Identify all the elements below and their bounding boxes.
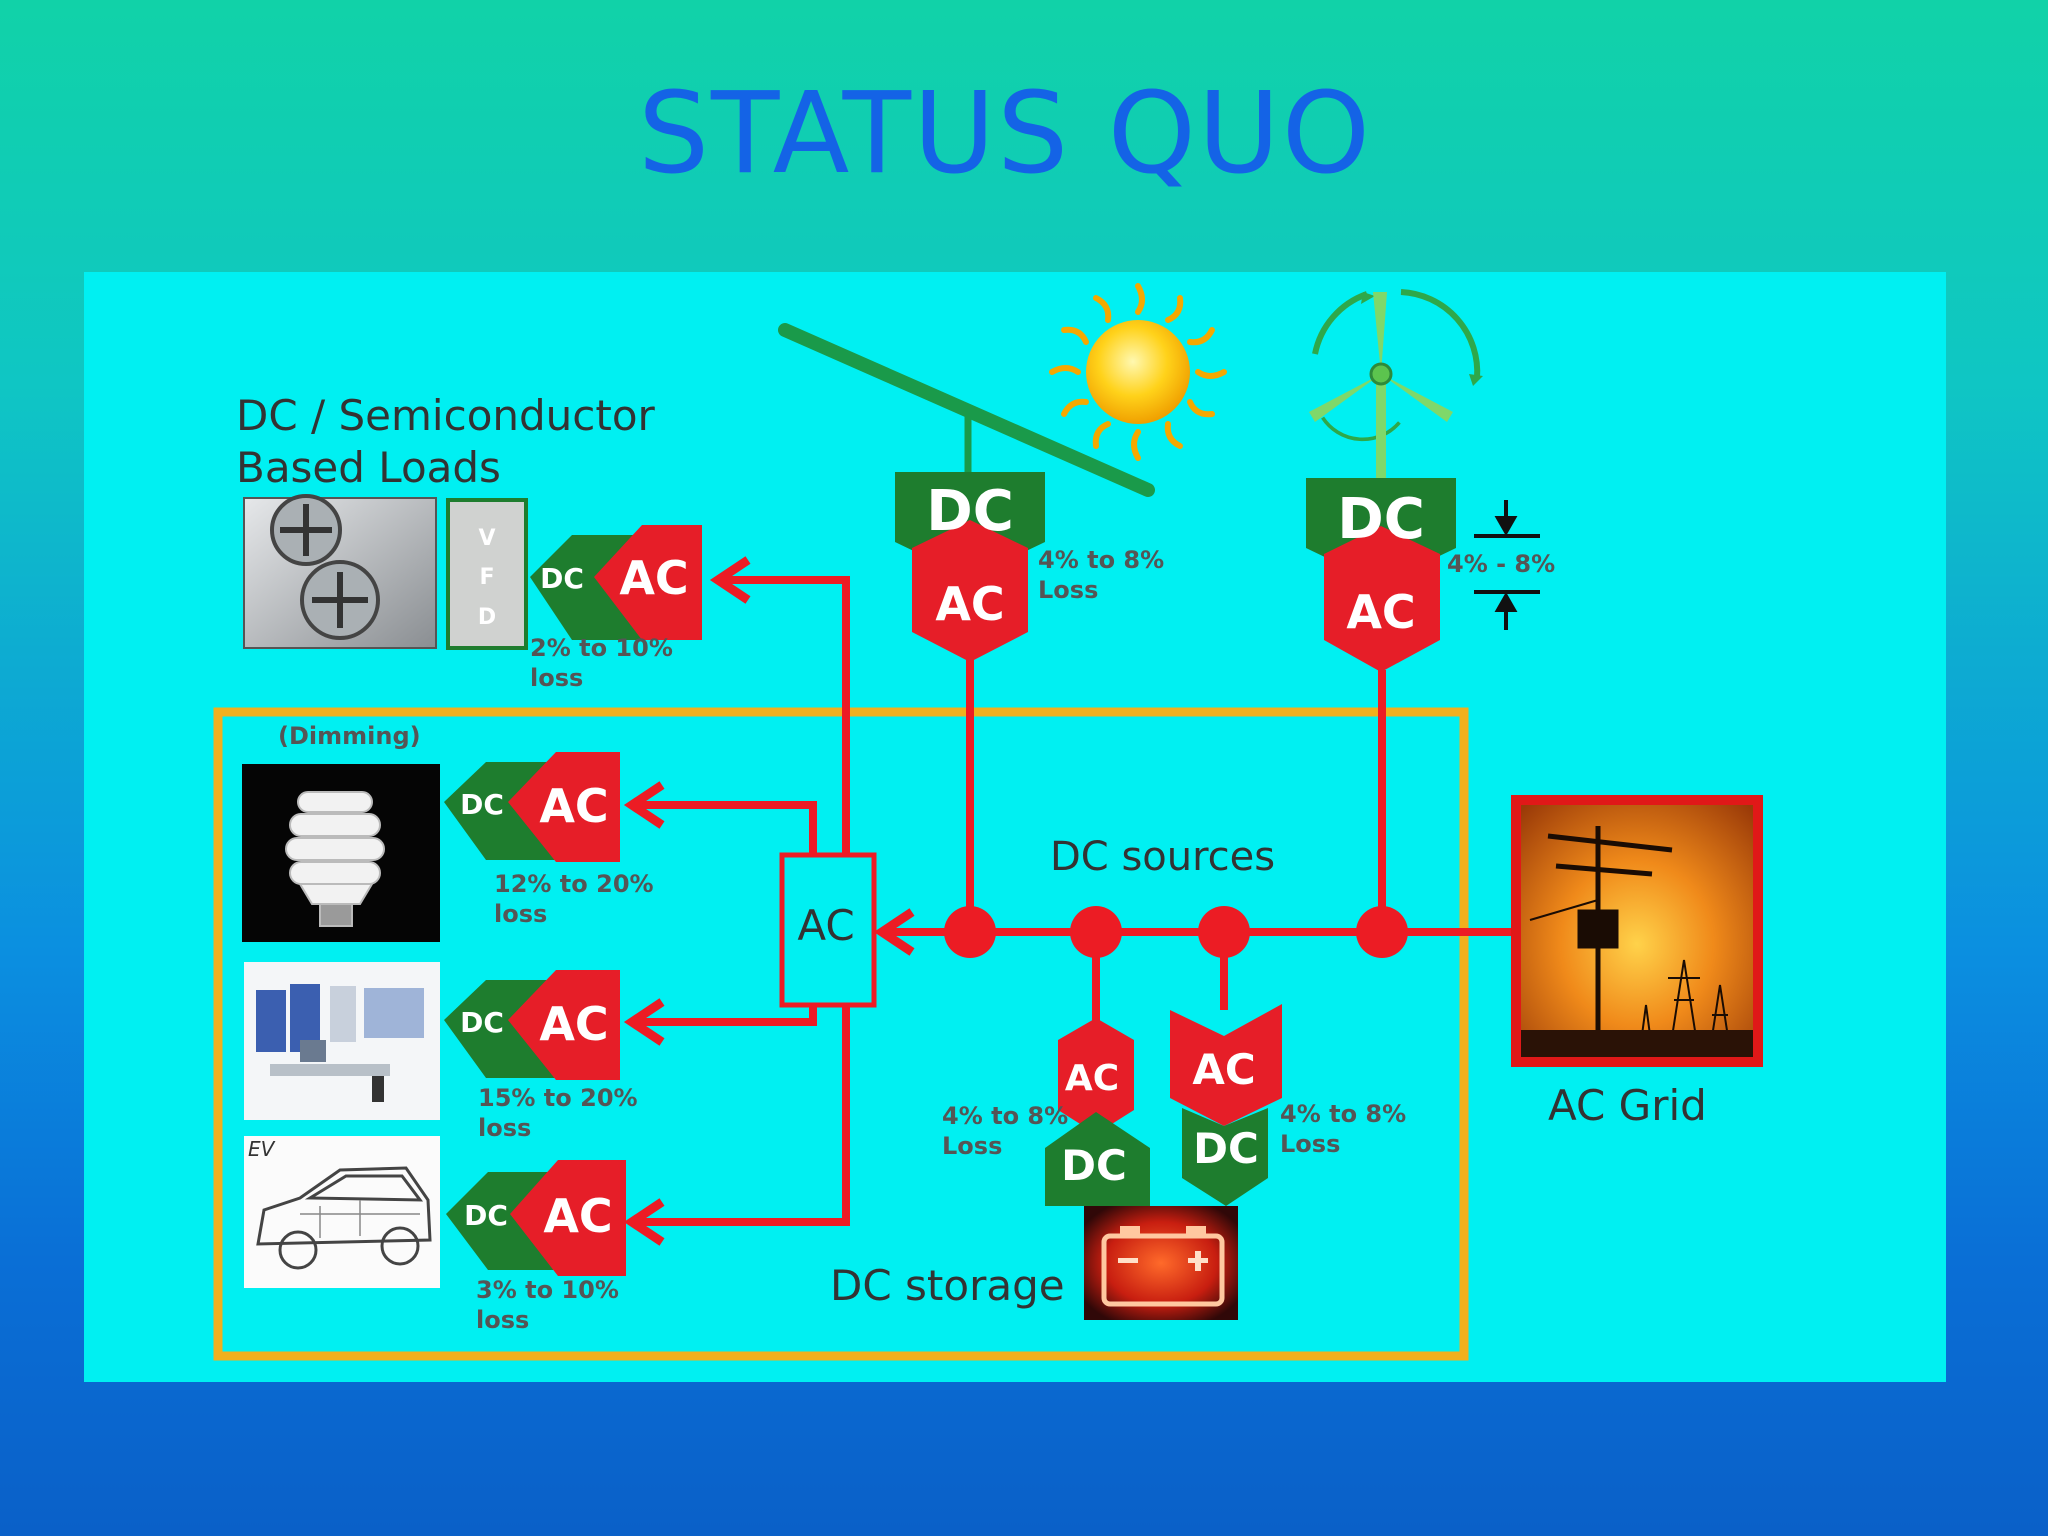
storage-left-loss-word: Loss [942, 1132, 1002, 1160]
vfd-converter-ac-label: AC [619, 551, 688, 605]
dc-loads-title-line2: Based Loads [236, 443, 501, 492]
solar-inverter-dc-label: DC [926, 479, 1014, 544]
storage-right-dc-label: DC [1193, 1124, 1259, 1173]
power-pole-icon [1511, 795, 1763, 1067]
storage-left-dc-label: DC [1061, 1141, 1127, 1190]
flow-arrows [623, 556, 915, 1246]
wind-inverter-ac-label: AC [1346, 585, 1415, 639]
lighting-converter: DC AC [444, 752, 620, 862]
ev-converter: DC AC [446, 1160, 626, 1276]
solar-panel-icon [778, 323, 1155, 497]
bus-junctions [944, 906, 1408, 958]
wind-inverter-dc-label: DC [1337, 487, 1425, 552]
vfd-loss-pct: 2% to 10% [530, 634, 673, 662]
dc-loads-title-line1: DC / Semiconductor [236, 391, 656, 440]
wind-loss-pct: 4% - 8% [1447, 550, 1555, 578]
dimming-label: (Dimming) [278, 722, 421, 750]
battery-icon [1084, 1206, 1238, 1320]
slide-title: STATUS QUO [637, 69, 1373, 199]
storage-left-loss-pct: 4% to 8% [942, 1102, 1068, 1130]
lighting-loss-word: loss [494, 900, 547, 928]
wind-inverter: DC AC [1306, 478, 1456, 672]
solar-loss-word: Loss [1038, 576, 1098, 604]
lighting-converter-ac-label: AC [539, 779, 608, 833]
hvac-fan-icon [243, 494, 437, 649]
ac-grid-label: AC Grid [1548, 1081, 1707, 1130]
data-center-icon [244, 962, 440, 1120]
storage-right-ac-label: AC [1192, 1045, 1255, 1094]
solar-inverter: DC AC [895, 472, 1045, 662]
ev-loss-word: loss [476, 1306, 529, 1334]
cfl-bulb-icon [242, 764, 440, 942]
vfd-converter-dc-label: DC [540, 562, 584, 595]
power-lines [636, 576, 1512, 1226]
vfd-letter-v: V [478, 526, 495, 551]
computer-converter-ac-label: AC [539, 997, 608, 1051]
ac-box-label: AC [797, 901, 854, 950]
vfd-letter-d: D [478, 605, 496, 630]
dc-sources-label: DC sources [1050, 834, 1275, 880]
wind-turbine-icon [1309, 289, 1483, 484]
dc-storage-label: DC storage [830, 1261, 1065, 1310]
storage-converter-right: AC DC [1170, 1004, 1282, 1206]
computer-converter: DC AC [444, 970, 620, 1080]
ev-converter-ac-label: AC [543, 1189, 612, 1243]
ev-loss-pct: 3% to 10% [476, 1276, 619, 1304]
storage-left-ac-label: AC [1065, 1058, 1119, 1099]
sun-icon [1049, 283, 1227, 461]
electric-car-icon: EV [244, 1136, 440, 1288]
vfd-box: V F D [446, 498, 528, 650]
lighting-converter-dc-label: DC [460, 788, 504, 821]
ev-converter-dc-label: DC [464, 1199, 508, 1232]
computer-loss-pct: 15% to 20% [478, 1084, 638, 1112]
vfd-letter-f: F [479, 565, 494, 590]
computer-converter-dc-label: DC [460, 1006, 504, 1039]
solar-loss-pct: 4% to 8% [1038, 546, 1164, 574]
storage-converter-left: AC DC [1045, 1018, 1150, 1206]
wind-loss-marker [1474, 500, 1540, 630]
vfd-loss-word: loss [530, 664, 583, 692]
storage-right-loss-word: Loss [1280, 1130, 1340, 1158]
solar-inverter-ac-label: AC [935, 577, 1004, 631]
building-frame [213, 707, 1469, 1361]
lighting-loss-pct: 12% to 20% [494, 870, 654, 898]
ac-distribution-box: AC [779, 852, 877, 1008]
ev-tag: EV [248, 1137, 276, 1161]
vfd-converter: DC AC [530, 525, 702, 640]
storage-right-loss-pct: 4% to 8% [1280, 1100, 1406, 1128]
computer-loss-word: loss [478, 1114, 531, 1142]
